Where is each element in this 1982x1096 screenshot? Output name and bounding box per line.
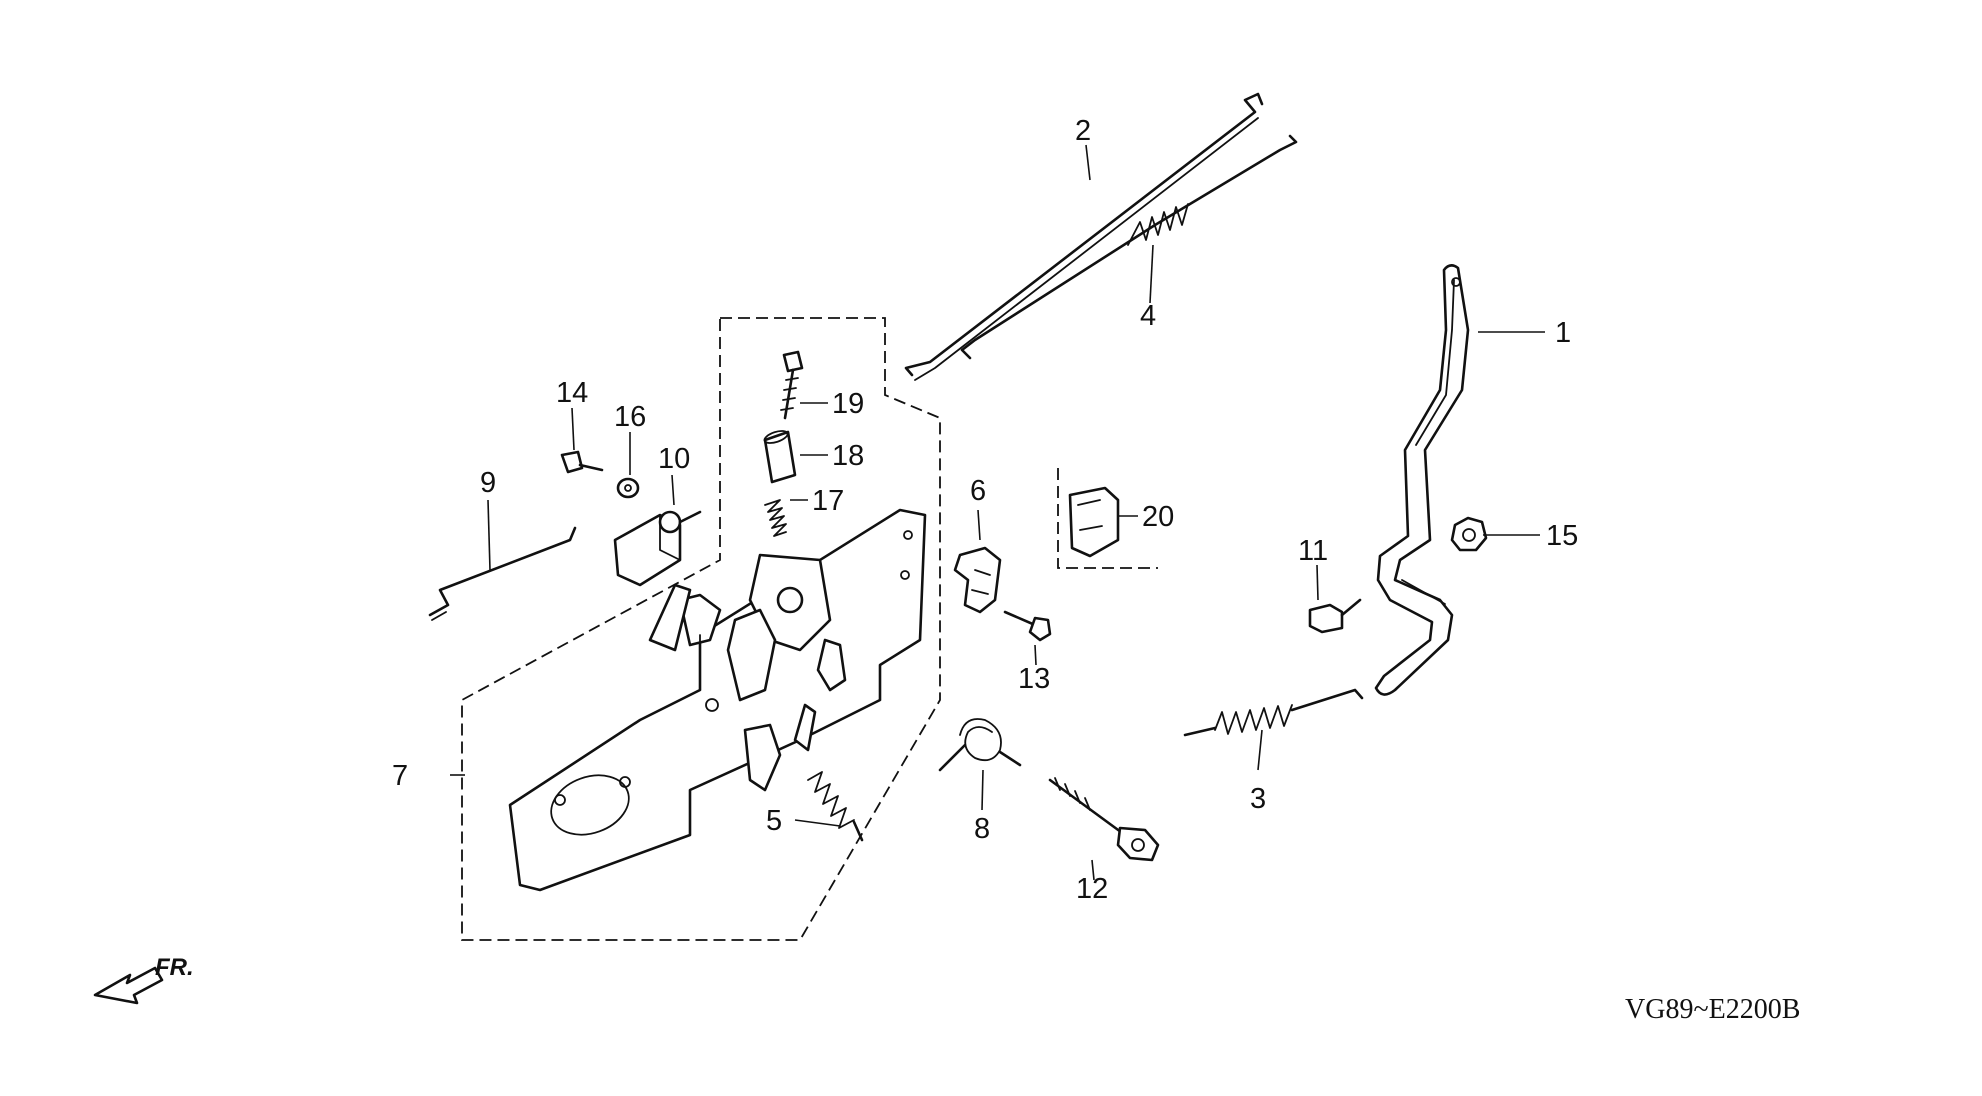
part-15-nut: [1450, 516, 1488, 552]
leader-lines: [450, 144, 1545, 881]
callout-13: 13: [1018, 663, 1050, 695]
part-6-bracket: [953, 546, 1002, 614]
callout-5: 5: [766, 805, 782, 837]
callout-3: 3: [1250, 783, 1266, 815]
callout-16: 16: [614, 401, 646, 433]
part-5-spring: [807, 771, 864, 842]
part-16-washer: [616, 477, 640, 499]
part-18-collar: [763, 430, 797, 484]
part-7-control-base: [508, 508, 927, 892]
callout-11: 11: [1298, 535, 1328, 567]
callout-18: 18: [832, 440, 864, 472]
assembly-boundary: [461, 317, 941, 941]
part-2-governor-rod: [904, 92, 1264, 381]
part-20-bracket: [1057, 468, 1158, 569]
callout-19: 19: [832, 388, 864, 420]
callout-6: 6: [970, 475, 986, 507]
callout-4: 4: [1140, 300, 1156, 332]
part-4-governor-spring-rod: [960, 134, 1298, 360]
part-9-link-rod: [428, 526, 577, 621]
callout-9: 9: [480, 467, 496, 499]
callout-1: 1: [1555, 317, 1571, 349]
callout-17: 17: [812, 485, 844, 517]
callout-10: 10: [658, 443, 690, 475]
part-12-flange-bolt: [1048, 777, 1160, 862]
front-arrow-icon: [93, 966, 164, 1005]
callout-2: 2: [1075, 115, 1091, 147]
part-11-clip: [1308, 598, 1362, 634]
part-13-bolt: [1003, 610, 1052, 642]
part-20-nut-plate: [1068, 486, 1120, 558]
part-3-return-spring: [1183, 688, 1364, 737]
callout-20: 20: [1142, 501, 1174, 533]
part-17-spring: [764, 499, 787, 537]
diagram-code: VG89~E2200B: [1625, 994, 1800, 1025]
front-direction-label: FR.: [155, 954, 194, 981]
part-14-bolt: [560, 450, 604, 474]
callout-12: 12: [1076, 873, 1108, 905]
part-1-control-lever: [1374, 264, 1470, 696]
callout-7: 7: [392, 760, 408, 792]
part-19-screw: [780, 350, 804, 420]
callout-15: 15: [1546, 520, 1578, 552]
callouts: 1 2 3 4 5 6 7 8 9 10 11 12 13 14 15 16 1…: [392, 115, 1578, 905]
part-8-torsion-spring: [938, 718, 1022, 772]
front-direction-indicator: FR.: [93, 954, 194, 1005]
part-10-switch: [613, 510, 702, 587]
callout-8: 8: [974, 813, 990, 845]
callout-14: 14: [556, 377, 588, 409]
